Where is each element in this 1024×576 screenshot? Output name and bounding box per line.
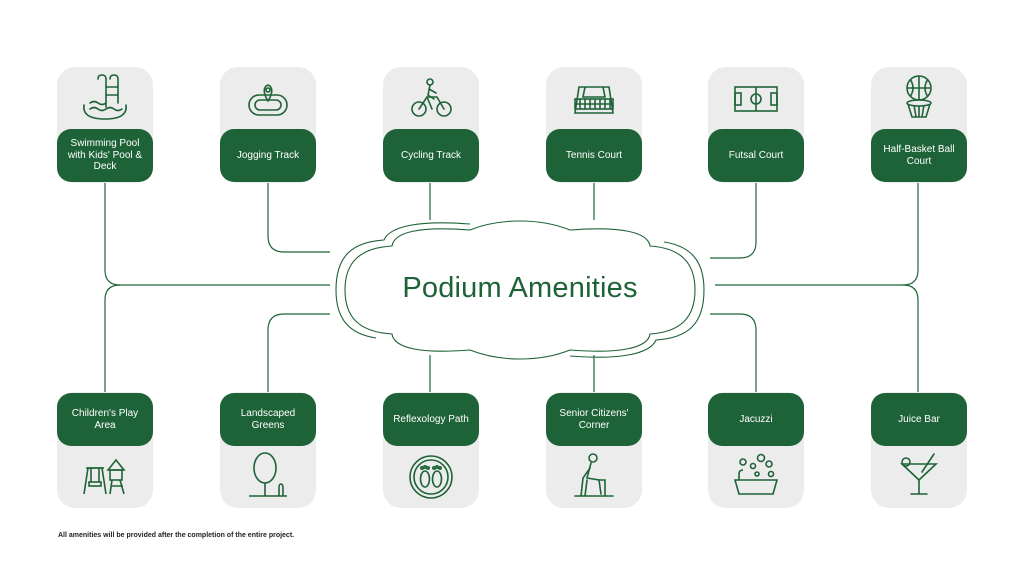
amenity-card-jacuzzi: Jacuzzi [708,392,804,508]
footnote: All amenities will be provided after the… [58,532,295,539]
amenity-label: Landscaped Greens [220,393,316,446]
amenity-card-futsal-court: Futsal Court [708,67,804,183]
footprints-icon [406,450,456,500]
futsal-court-icon [731,73,781,123]
amenity-card-senior-corner: Senior Citizens' Corner [546,392,642,508]
amenity-label: Juice Bar [871,393,967,446]
amenity-card-play-area: Children's Play Area [57,392,153,508]
jogging-track-icon [243,73,293,123]
amenity-card-juice-bar: Juice Bar [871,392,967,508]
amenity-label: Swimming Pool with Kids' Pool & Deck [57,129,153,182]
amenity-label: Senior Citizens' Corner [546,393,642,446]
amenity-label: Children's Play Area [57,393,153,446]
swimming-pool-icon [80,73,130,123]
basketball-hoop-icon [894,73,944,123]
amenity-card-jogging-track: Jogging Track [220,67,316,183]
cocktail-glass-icon [894,450,944,500]
amenity-label: Jogging Track [220,129,316,182]
amenity-card-swimming-pool: Swimming Pool with Kids' Pool & Deck [57,67,153,183]
amenity-label: Futsal Court [708,129,804,182]
amenity-card-landscaped-greens: Landscaped Greens [220,392,316,508]
amenity-card-basketball-court: Half-Basket Ball Court [871,67,967,183]
amenity-label: Half-Basket Ball Court [871,129,967,182]
amenity-card-cycling-track: Cycling Track [383,67,479,183]
amenity-label: Reflexology Path [383,393,479,446]
jacuzzi-icon [731,450,781,500]
playground-icon [80,450,130,500]
amenity-label: Cycling Track [383,129,479,182]
amenity-card-reflexology-path: Reflexology Path [383,392,479,508]
amenity-label: Tennis Court [546,129,642,182]
center-title: Podium Amenities [402,272,638,304]
amenity-label: Jacuzzi [708,393,804,446]
cloud-frame [335,220,705,360]
amenity-card-tennis-court: Tennis Court [546,67,642,183]
cyclist-icon [406,73,456,123]
tennis-net-icon [569,73,619,123]
seated-person-icon [569,450,619,500]
tree-icon [243,450,293,500]
